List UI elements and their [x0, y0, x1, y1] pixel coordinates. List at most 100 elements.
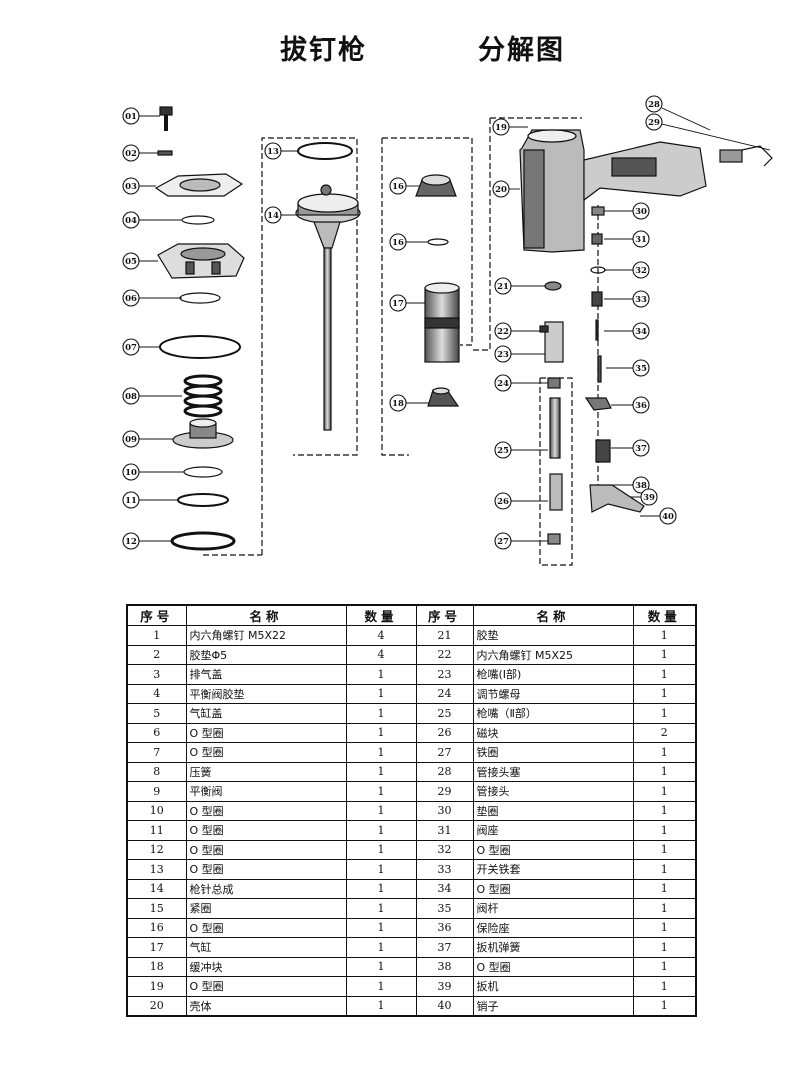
cell-name: 胶垫Φ5 [185, 644, 347, 665]
cell-qty: 1 [345, 703, 417, 724]
part-02-washer [157, 150, 173, 156]
cell-name: 内六角螺钉 M5X22 [185, 625, 347, 646]
part-12-o-ring [170, 531, 236, 551]
cell-qty: 1 [345, 839, 417, 860]
callout-labels: 01 02 03 04 05 06 07 08 09 10 11 12 13 1… [122, 95, 677, 550]
part-01-screw [159, 106, 173, 131]
cell-name: 胶垫 [472, 625, 634, 646]
cell-qty: 1 [345, 664, 417, 685]
part-14-needle-assembly [295, 184, 361, 431]
cell-index: 23 [415, 664, 474, 685]
cell-qty: 1 [632, 898, 697, 919]
callout-20: 20 [495, 185, 507, 195]
cell-qty: 1 [632, 683, 697, 704]
cell-qty: 1 [632, 742, 697, 763]
title-exploded-view: 分解图 [478, 35, 565, 66]
callout-37: 37 [635, 444, 647, 454]
cell-qty: 1 [345, 956, 417, 977]
cell-index: 40 [415, 995, 474, 1016]
callout-09: 09 [125, 435, 137, 445]
callout-30: 30 [635, 207, 647, 217]
cell-name: 管接头 [472, 781, 634, 802]
cell-index: 3 [126, 664, 187, 685]
callout-08: 08 [125, 392, 137, 402]
cell-name: 排气盖 [185, 664, 347, 685]
cell-index: 1 [126, 625, 187, 646]
cell-name: O 型圈 [472, 839, 634, 860]
cell-name: O 型圈 [185, 820, 347, 841]
callout-21: 21 [497, 282, 509, 292]
cell-name: 保险座 [472, 917, 634, 938]
callout-06: 06 [125, 294, 137, 304]
part-03-exhaust-cover [154, 173, 244, 197]
callout-35: 35 [635, 364, 647, 374]
cell-index: 34 [415, 878, 474, 899]
part-17-cylinder [424, 282, 460, 363]
cell-name: 平衡阀 [185, 781, 347, 802]
cell-index: 20 [126, 995, 187, 1016]
callout-32: 32 [635, 266, 647, 276]
cell-qty: 1 [632, 859, 697, 880]
part-20-housing [519, 129, 707, 253]
cell-qty: 1 [632, 664, 697, 685]
cell-qty: 1 [632, 878, 697, 899]
cell-name: 内六角螺钉 M5X25 [472, 644, 634, 665]
header-name: 名称 [185, 604, 347, 626]
exploded-diagram: 01 02 03 04 05 06 07 08 09 10 11 12 13 1… [122, 95, 773, 566]
cell-index: 2 [126, 644, 187, 665]
callout-11: 11 [125, 496, 137, 506]
cell-name: 磁块 [472, 722, 634, 743]
cell-name: 管接头塞 [472, 761, 634, 782]
cell-index: 22 [415, 644, 474, 665]
cell-qty: 1 [345, 742, 417, 763]
cell-qty: 1 [345, 859, 417, 880]
cell-index: 27 [415, 742, 474, 763]
valve-trigger-parts [584, 206, 645, 513]
cell-qty: 1 [632, 761, 697, 782]
cell-qty: 1 [345, 683, 417, 704]
callout-13: 13 [267, 147, 279, 157]
cell-index: 39 [415, 976, 474, 997]
header-qty: 数量 [632, 604, 697, 626]
callout-12: 12 [125, 537, 137, 547]
part-06-o-ring [179, 292, 221, 304]
part-05-cylinder-cover [157, 243, 245, 279]
cell-name: 阀杆 [472, 898, 634, 919]
callout-34: 34 [635, 327, 647, 337]
cell-index: 8 [126, 761, 187, 782]
callout-16a: 16 [392, 182, 404, 192]
callout-31: 31 [635, 235, 647, 245]
callout-39: 39 [643, 493, 655, 503]
cell-name: O 型圈 [472, 956, 634, 977]
part-11-o-ring [177, 493, 229, 507]
cell-index: 13 [126, 859, 187, 880]
cell-qty: 1 [345, 800, 417, 821]
cell-name: O 型圈 [185, 839, 347, 860]
callout-27: 27 [497, 537, 509, 547]
cell-qty: 1 [632, 703, 697, 724]
callout-07: 07 [125, 343, 137, 353]
callout-33: 33 [635, 295, 647, 305]
cell-qty: 1 [632, 800, 697, 821]
cell-index: 30 [415, 800, 474, 821]
cell-name: 扳机 [472, 976, 634, 997]
part-16-tight-ring [415, 174, 457, 197]
callout-29: 29 [648, 118, 660, 128]
cell-index: 33 [415, 859, 474, 880]
cell-index: 5 [126, 703, 187, 724]
cell-qty: 1 [632, 625, 697, 646]
cell-index: 11 [126, 820, 187, 841]
part-04-gasket [181, 215, 215, 225]
callout-22: 22 [497, 327, 509, 337]
callout-26: 26 [497, 497, 509, 507]
leader-lines [139, 107, 771, 542]
